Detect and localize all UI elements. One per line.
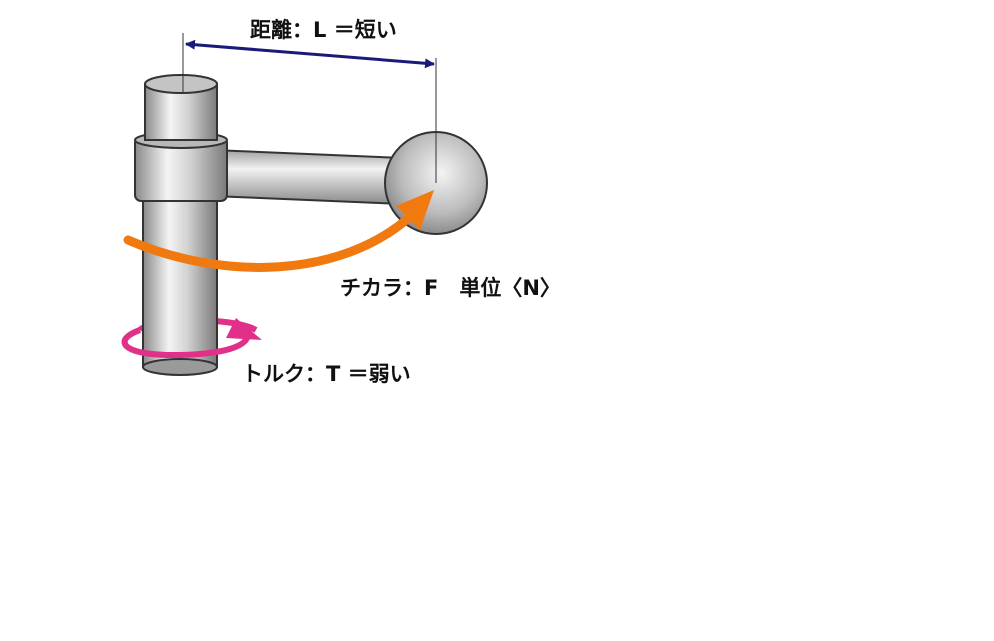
distance-arrow	[185, 39, 435, 69]
top-cap	[144, 74, 218, 141]
torque-label: トルク：T ＝弱い	[242, 362, 411, 386]
torque-arrow	[121, 318, 262, 359]
force-label: チカラ：F 単位〈N〉	[340, 276, 561, 300]
lever-arm	[203, 148, 403, 206]
distance-label: 距離：L ＝短い	[250, 18, 397, 42]
collar	[134, 131, 228, 202]
force-arrow	[123, 190, 434, 272]
shaft	[142, 194, 218, 376]
